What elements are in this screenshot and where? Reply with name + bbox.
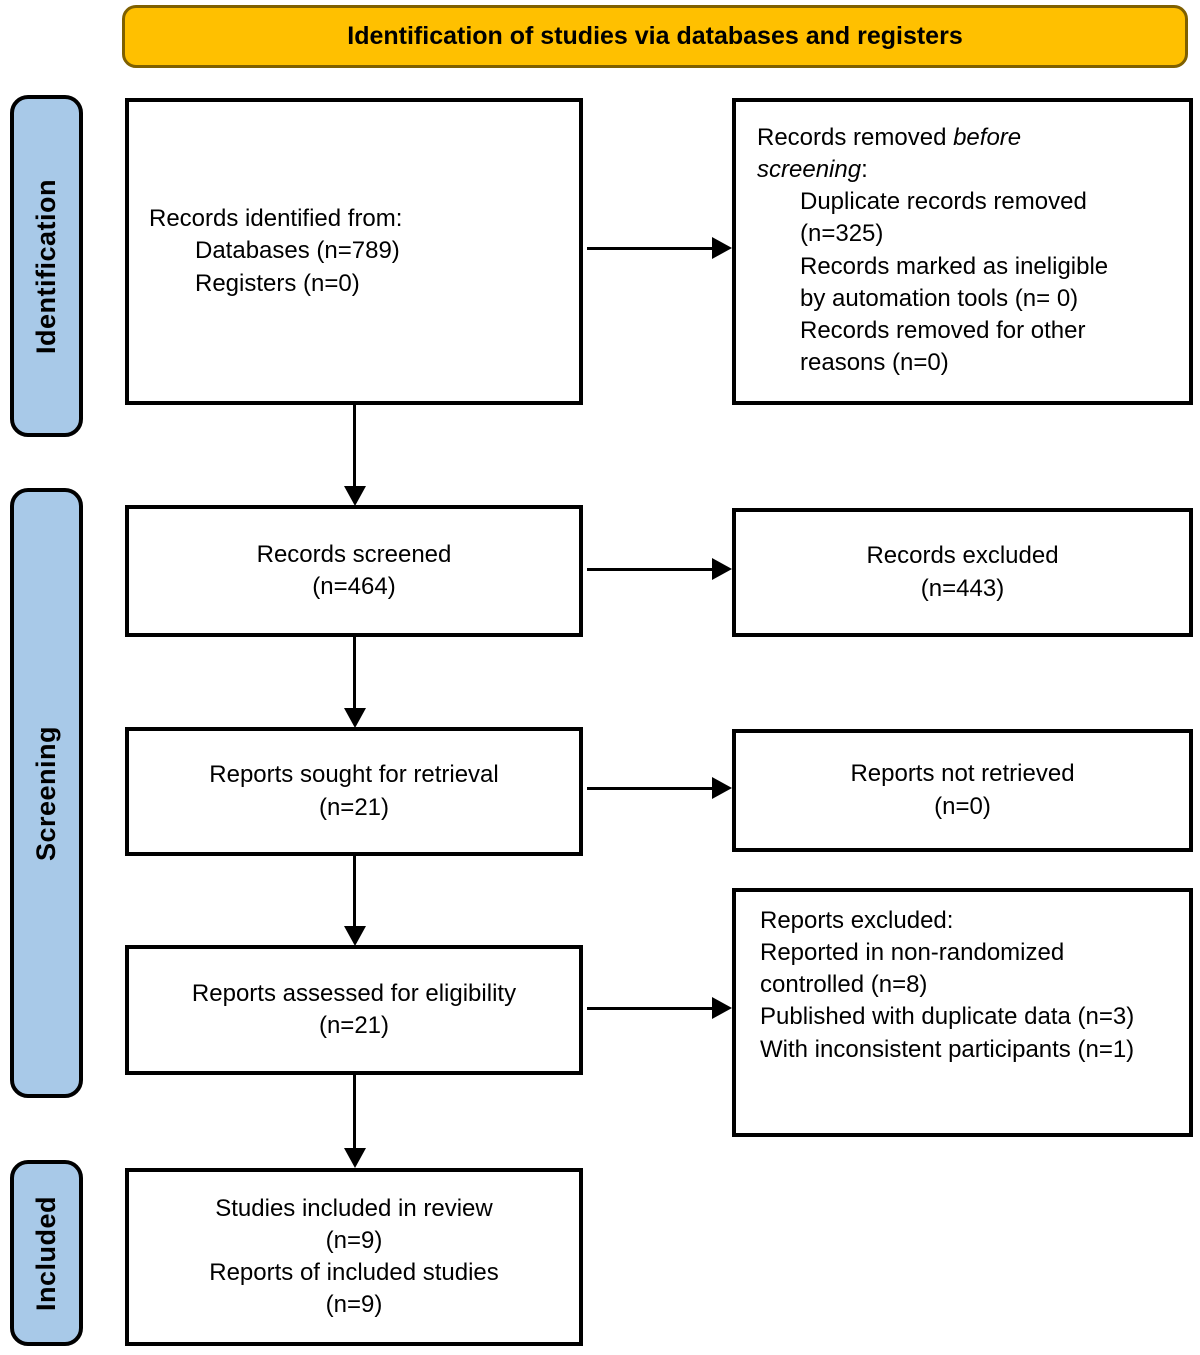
box-records-identified: Records identified from: Databases (n=78… <box>125 98 583 405</box>
arrow-identified-to-screened <box>353 405 356 487</box>
reports-assessed-label: Reports assessed for eligibility <box>191 979 517 1007</box>
box-studies-included: Studies included in review (n=9) Reports… <box>125 1168 583 1346</box>
arrowhead-screened-to-sought <box>344 708 366 728</box>
arrowhead-identified-to-screened <box>344 486 366 506</box>
box-reports-sought: Reports sought for retrieval (n=21) <box>125 727 583 856</box>
arrow-sought-to-assessed <box>353 856 356 927</box>
records-removed-title-line1: Records removed before <box>757 124 1022 151</box>
arrowhead-sought-to-assessed <box>344 926 366 946</box>
box-records-excluded: Records excluded (n=443) <box>732 508 1193 637</box>
records-removed-other: Records removed for other reasons (n=0) <box>800 316 1086 377</box>
records-identified-title: Records identified from: <box>149 205 403 233</box>
reports-included-label: Reports of included studies <box>209 1259 499 1286</box>
arrowhead-assessed-to-included <box>344 1148 366 1168</box>
arrowhead-identified-to-removed <box>712 237 732 259</box>
reports-excluded-title: Reports excluded: <box>760 907 954 934</box>
stage-label-screening: Screening <box>31 725 62 861</box>
arrowhead-assessed-to-reportsexcluded <box>712 997 732 1019</box>
arrow-screened-to-sought <box>353 637 356 709</box>
reports-assessed-count: (n=21) <box>318 1012 390 1039</box>
records-removed-title-line2: screening: <box>757 156 868 184</box>
arrowhead-sought-to-notretrieved <box>712 777 732 799</box>
records-excluded-label: Records excluded <box>866 542 1059 570</box>
stage-bar-identification: Identification <box>10 95 83 437</box>
arrow-assessed-to-included <box>353 1075 356 1149</box>
reports-not-retrieved-label: Reports not retrieved <box>850 760 1075 788</box>
box-reports-assessed: Reports assessed for eligibility (n=21) <box>125 945 583 1075</box>
arrow-sought-to-notretrieved <box>587 787 714 790</box>
records-excluded-count: (n=443) <box>920 574 1005 602</box>
studies-included-count: (n=9) <box>325 1226 383 1254</box>
arrow-assessed-to-reportsexcluded <box>587 1007 714 1010</box>
stage-label-identification: Identification <box>31 178 61 354</box>
records-removed-automation: Records marked as ineligible by automati… <box>800 252 1109 312</box>
reports-sought-count: (n=21) <box>318 793 390 821</box>
banner-title: Identification of studies via databases … <box>122 5 1188 68</box>
records-removed-duplicates: Duplicate records removed (n=325) <box>800 188 1087 248</box>
stage-label-included: Included <box>31 1195 62 1311</box>
stage-bar-screening: Screening <box>10 488 83 1098</box>
reports-excluded-duplicate-data: Published with duplicate data (n=3) <box>760 1003 1135 1031</box>
reports-not-retrieved-count: (n=0) <box>934 792 991 820</box>
reports-excluded-nonrandomized: Reported in non-randomized controlled (n… <box>760 939 1065 999</box>
arrow-screened-to-excluded <box>587 568 714 571</box>
reports-excluded-inconsistent: With inconsistent participants (n=1) <box>760 1035 1135 1063</box>
box-reports-not-retrieved: Reports not retrieved (n=0) <box>732 729 1193 852</box>
arrowhead-screened-to-excluded <box>712 558 732 580</box>
records-screened-count: (n=464) <box>312 573 396 600</box>
reports-sought-label: Reports sought for retrieval <box>209 761 499 789</box>
reports-included-count: (n=9) <box>325 1291 383 1319</box>
stage-bar-included: Included <box>10 1160 83 1346</box>
box-records-removed: Records removed before screening: Duplic… <box>732 98 1193 405</box>
studies-included-label: Studies included in review <box>215 1194 493 1222</box>
records-screened-label: Records screened <box>256 540 452 568</box>
arrow-identified-to-removed <box>587 247 714 250</box>
records-identified-databases: Databases (n=789) <box>195 237 400 265</box>
box-records-screened: Records screened (n=464) <box>125 505 583 637</box>
records-identified-registers: Registers (n=0) <box>195 269 360 297</box>
box-reports-excluded: Reports excluded: Reported in non-random… <box>732 888 1193 1137</box>
